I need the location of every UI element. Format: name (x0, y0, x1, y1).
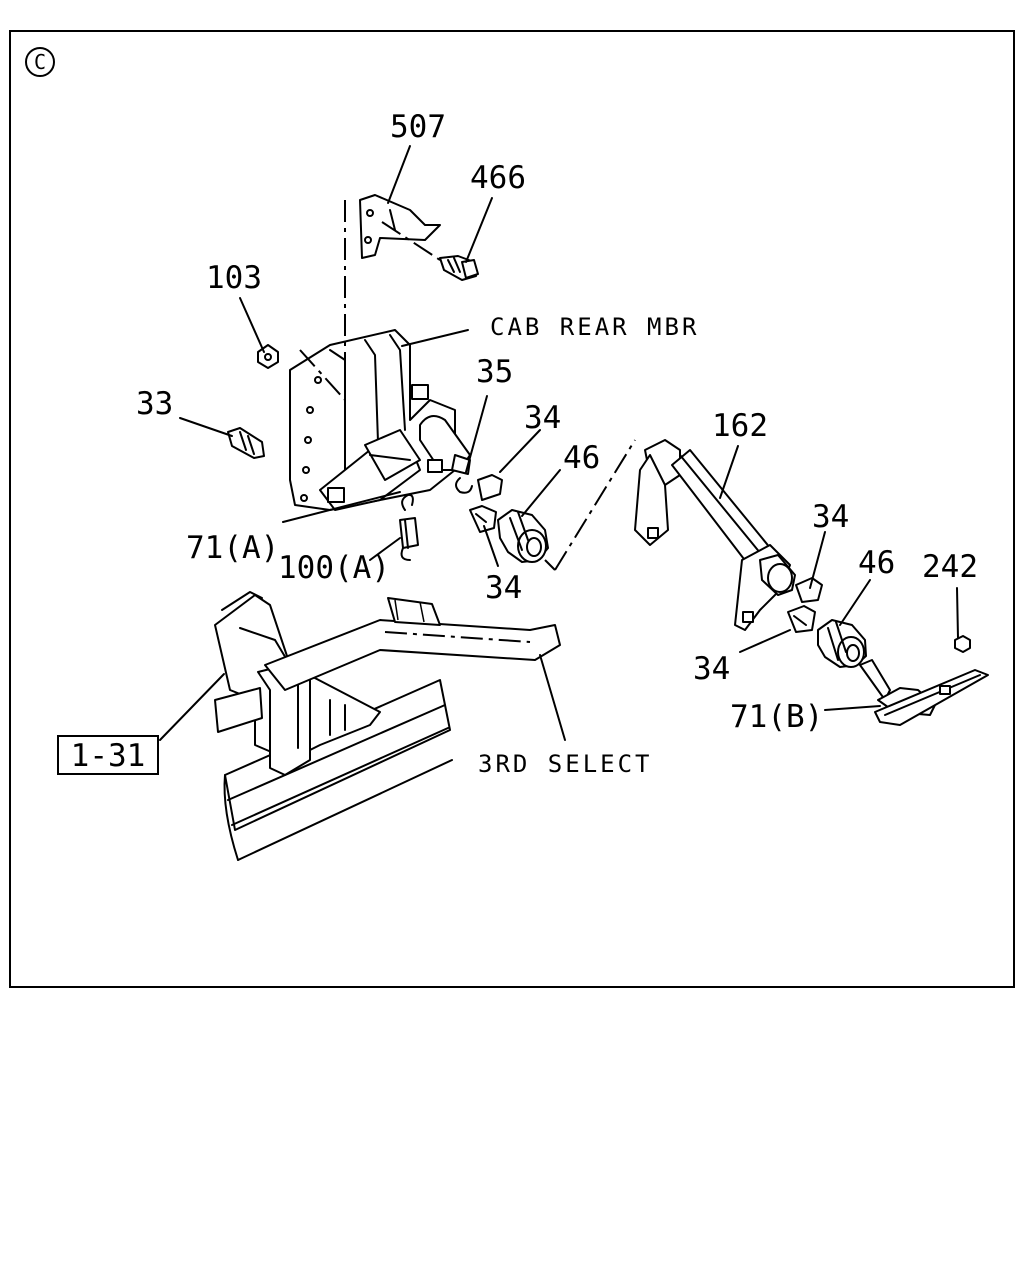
label-71b: 71(B) (730, 699, 823, 735)
bolt-33 (227, 427, 265, 459)
label-34-right-upper: 34 (812, 499, 849, 535)
label-103: 103 (206, 260, 262, 296)
label-507: 507 (390, 109, 446, 145)
reference-label-1-31: 1-31 (71, 738, 146, 774)
bolt-466 (439, 255, 479, 281)
label-46-left: 46 (563, 440, 600, 476)
pin-100a (399, 493, 419, 561)
shaft-162 (634, 439, 796, 631)
label-242: 242 (922, 549, 978, 585)
snap-ring-35 (455, 477, 473, 494)
label-35: 35 (476, 354, 513, 390)
label-34-lower-left: 34 (485, 570, 522, 606)
lever-71b (859, 659, 989, 726)
bracket-507 (359, 194, 441, 259)
frame-crossmember (214, 591, 561, 861)
bushing-34-right (787, 577, 823, 633)
reference-box-1-31[interactable]: 1-31 (57, 735, 159, 775)
label-71a: 71(A) (186, 530, 279, 566)
boot-46-left (497, 509, 549, 563)
label-3rd-select: 3RD SELECT (478, 750, 653, 778)
label-34-right-lower: 34 (693, 651, 730, 687)
leader-lines (159, 145, 959, 741)
section-marker: C (25, 47, 55, 77)
label-46-right: 46 (858, 545, 895, 581)
label-34-upper: 34 (524, 400, 561, 436)
section-marker-letter: C (34, 50, 46, 74)
nut-103 (257, 344, 279, 369)
cab-rear-member-bracket (289, 329, 471, 511)
label-162: 162 (712, 408, 768, 444)
boot-46-right (817, 619, 867, 668)
diagram-frame (9, 30, 1015, 988)
label-466: 466 (470, 160, 526, 196)
nut-242 (954, 635, 971, 653)
bushing-34-upper (469, 474, 503, 533)
label-cab-rear-mbr: CAB REAR MBR (490, 313, 699, 341)
label-100a: 100(A) (278, 550, 390, 586)
label-33: 33 (136, 386, 173, 422)
